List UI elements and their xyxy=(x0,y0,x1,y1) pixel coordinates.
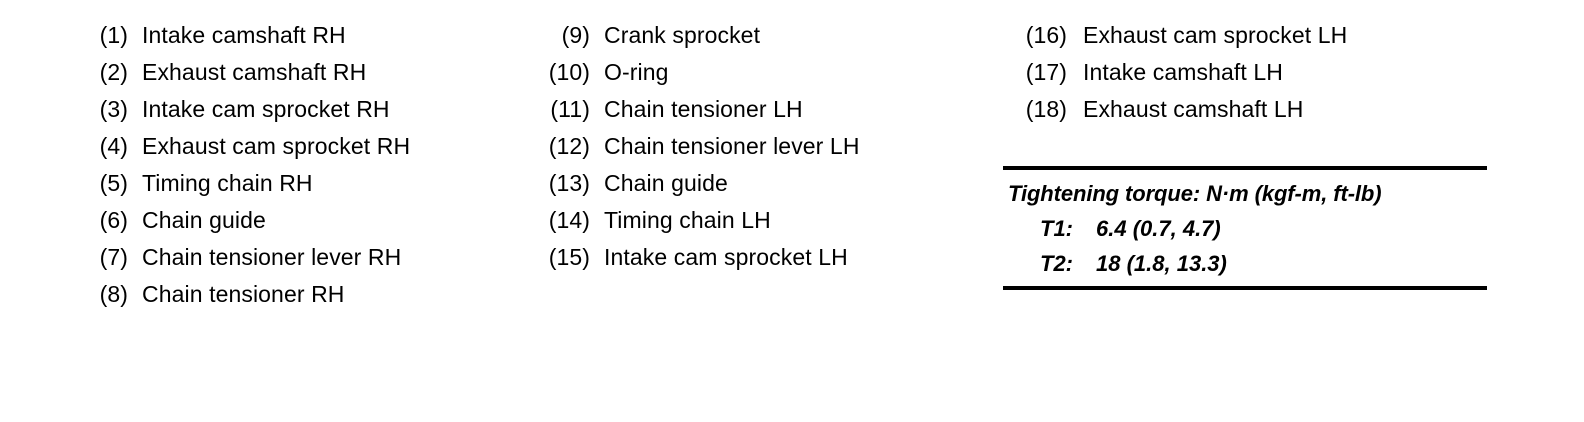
legend-item-number: (6) xyxy=(99,207,128,233)
torque-row-key: T1: xyxy=(1040,216,1073,241)
legend-item-number: (7) xyxy=(99,244,128,270)
legend-item-number: (3) xyxy=(99,96,128,122)
list-item: (17) Intake camshaft LH xyxy=(1005,57,1347,94)
legend-column-1: (1) Intake camshaft RH (2) Exhaust camsh… xyxy=(60,20,410,316)
legend-item-label: Timing chain LH xyxy=(604,207,771,233)
legend-item-label: O-ring xyxy=(604,59,669,85)
list-item: (9) Crank sprocket xyxy=(528,20,860,57)
legend-item-label: Chain guide xyxy=(604,170,728,196)
legend-item-label: Chain tensioner RH xyxy=(142,281,345,307)
legend-column-3: (16) Exhaust cam sprocket LH (17) Intake… xyxy=(1005,20,1348,131)
list-item: (18) Exhaust camshaft LH xyxy=(1005,94,1347,131)
table-row: T1: 6.4 (0.7, 4.7) xyxy=(1003,211,1487,246)
torque-row-key: T2: xyxy=(1040,251,1073,276)
list-item: (6) Chain guide xyxy=(60,205,410,242)
legend-item-number: (18) xyxy=(1025,96,1067,122)
legend-item-number: (1) xyxy=(99,22,128,48)
legend-item-number: (11) xyxy=(550,96,590,122)
legend-item-number: (13) xyxy=(548,170,590,196)
list-item: (5) Timing chain RH xyxy=(60,168,410,205)
legend-item-number: (10) xyxy=(548,59,590,85)
torque-row-value: 18 (1.8, 13.3) xyxy=(1096,251,1227,276)
list-item: (8) Chain tensioner RH xyxy=(60,279,410,316)
list-item: (1) Intake camshaft RH xyxy=(60,20,410,57)
legend-item-number: (17) xyxy=(1025,59,1067,85)
torque-row-value: 6.4 (0.7, 4.7) xyxy=(1096,216,1221,241)
legend-item-number: (15) xyxy=(548,244,590,270)
list-item: (10) O-ring xyxy=(528,57,860,94)
list-item: (15) Intake cam sprocket LH xyxy=(528,242,860,279)
legend-item-number: (9) xyxy=(561,22,590,48)
legend-item-label: Chain guide xyxy=(142,207,266,233)
legend-item-number: (5) xyxy=(99,170,128,196)
list-item: (7) Chain tensioner lever RH xyxy=(60,242,410,279)
table-row: T2: 18 (1.8, 13.3) xyxy=(1003,246,1487,281)
legend-item-number: (12) xyxy=(548,133,590,159)
legend-item-label: Exhaust camshaft LH xyxy=(1083,96,1304,122)
legend-item-label: Exhaust cam sprocket RH xyxy=(142,133,411,159)
legend-item-number: (14) xyxy=(548,207,590,233)
legend-item-label: Exhaust camshaft RH xyxy=(142,59,367,85)
torque-table-body: Tightening torque: N·m (kgf-m, ft-lb) T1… xyxy=(1003,170,1487,286)
legend-item-number: (8) xyxy=(99,281,128,307)
legend-item-number: (4) xyxy=(99,133,128,159)
list-item: (4) Exhaust cam sprocket RH xyxy=(60,131,410,168)
table-top-rule xyxy=(1003,166,1487,170)
list-item: (16) Exhaust cam sprocket LH xyxy=(1005,20,1348,57)
legend-item-label: Chain tensioner lever RH xyxy=(142,244,402,270)
legend-item-number: (16) xyxy=(1025,22,1067,48)
legend-item-label: Timing chain RH xyxy=(142,170,313,196)
list-item: (3) Intake cam sprocket RH xyxy=(60,94,410,131)
list-item: (2) Exhaust camshaft RH xyxy=(60,57,410,94)
tightening-torque-table: Tightening torque: N·m (kgf-m, ft-lb) T1… xyxy=(1003,166,1487,290)
legend-column-2: (9) Crank sprocket (10) O-ring (11) Chai… xyxy=(528,20,860,279)
legend-item-label: Crank sprocket xyxy=(604,22,761,48)
legend-item-label: Chain tensioner lever LH xyxy=(604,133,860,159)
table-bottom-rule xyxy=(1003,286,1487,290)
legend-item-number: (2) xyxy=(99,59,128,85)
legend-item-label: Exhaust cam sprocket LH xyxy=(1083,22,1348,48)
legend-item-label: Intake cam sprocket RH xyxy=(142,96,390,122)
list-item: (12) Chain tensioner lever LH xyxy=(528,131,860,168)
legend-item-label: Intake camshaft LH xyxy=(1083,59,1283,85)
legend-item-label: Intake camshaft RH xyxy=(142,22,346,48)
legend-item-label: Chain tensioner LH xyxy=(604,96,803,122)
legend-item-label: Intake cam sprocket LH xyxy=(604,244,848,270)
list-item: (14) Timing chain LH xyxy=(528,205,860,242)
list-item: (11) Chain tensioner LH xyxy=(528,94,860,131)
torque-table-title: Tightening torque: N·m (kgf-m, ft-lb) xyxy=(1008,181,1382,206)
list-item: (13) Chain guide xyxy=(528,168,860,205)
